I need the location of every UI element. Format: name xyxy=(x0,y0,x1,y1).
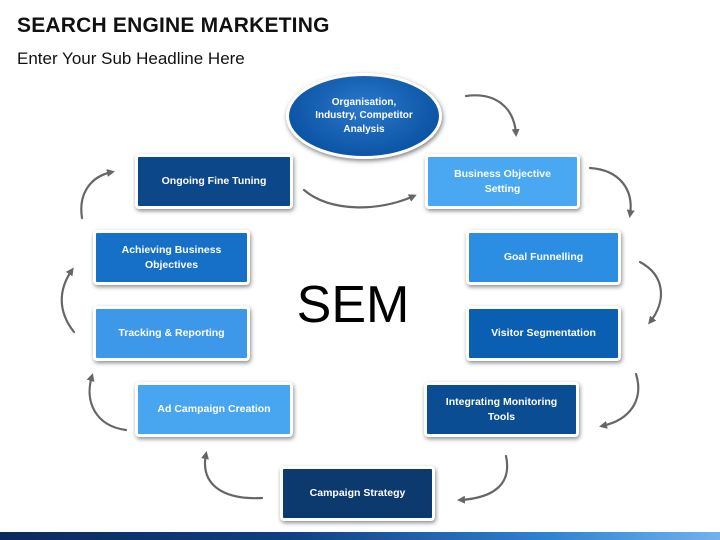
step-integrating-monitoring-tools: Integrating Monitoring Tools xyxy=(424,382,579,437)
arrow-achieving-to-fine-tuning xyxy=(80,169,115,220)
step-label: Ad Campaign Creation xyxy=(157,403,271,415)
step-ongoing-fine-tuning: Ongoing Fine Tuning xyxy=(135,154,293,209)
footer-gradient-bar xyxy=(0,532,720,540)
hub-analysis-text: Organisation, Industry, Competitor Analy… xyxy=(311,96,417,137)
step-label: Goal Funnelling xyxy=(503,251,584,263)
step-achieving-business-objectives: Achieving Business Objectives xyxy=(93,230,250,285)
arrow-hub-to-business-objective xyxy=(464,94,520,137)
hub-line-2: Industry, xyxy=(315,110,357,122)
step-label: Ongoing Fine Tuning xyxy=(161,175,267,187)
step-label: Campaign Strategy xyxy=(309,487,406,499)
step-campaign-strategy: Campaign Strategy xyxy=(280,466,435,521)
arrow-visitor-to-integrating xyxy=(599,372,640,429)
arrow-goal-to-visitor xyxy=(638,260,662,325)
step-label: Tracking & Reporting xyxy=(118,327,225,339)
step-business-objective-setting: Business Objective Setting xyxy=(425,154,580,209)
arrow-tracking-to-achieving xyxy=(60,267,76,334)
arrow-ad-to-tracking xyxy=(86,373,128,432)
step-goal-funnelling: Goal Funnelling xyxy=(466,230,621,285)
slide-subtitle: Enter Your Sub Headline Here xyxy=(17,49,245,68)
arrow-campaign-strategy-to-ad xyxy=(201,451,264,500)
arrow-integrating-to-campaign-strategy xyxy=(457,454,509,504)
arrow-business-objective-to-goal xyxy=(588,166,635,218)
arrow-fine-tuning-to-business-objective xyxy=(302,188,417,209)
step-visitor-segmentation: Visitor Segmentation xyxy=(466,306,621,361)
step-tracking-reporting: Tracking & Reporting xyxy=(93,306,250,361)
step-label: Achieving Business Objectives xyxy=(121,243,222,271)
step-label: Visitor Segmentation xyxy=(491,327,596,339)
hub-line-3: Competitor xyxy=(359,110,413,122)
step-label: Integrating Monitoring Tools xyxy=(445,395,558,423)
hub-line-1: Organisation, xyxy=(331,96,397,108)
sem-center-label: SEM xyxy=(296,276,410,334)
hub-line-4: Analysis xyxy=(343,123,385,135)
step-ad-campaign-creation: Ad Campaign Creation xyxy=(135,382,293,437)
step-label: Business Objective Setting xyxy=(454,167,551,195)
hub-analysis-ellipse: Organisation, Industry, Competitor Analy… xyxy=(286,73,442,159)
slide-title: SEARCH ENGINE MARKETING xyxy=(17,14,330,37)
